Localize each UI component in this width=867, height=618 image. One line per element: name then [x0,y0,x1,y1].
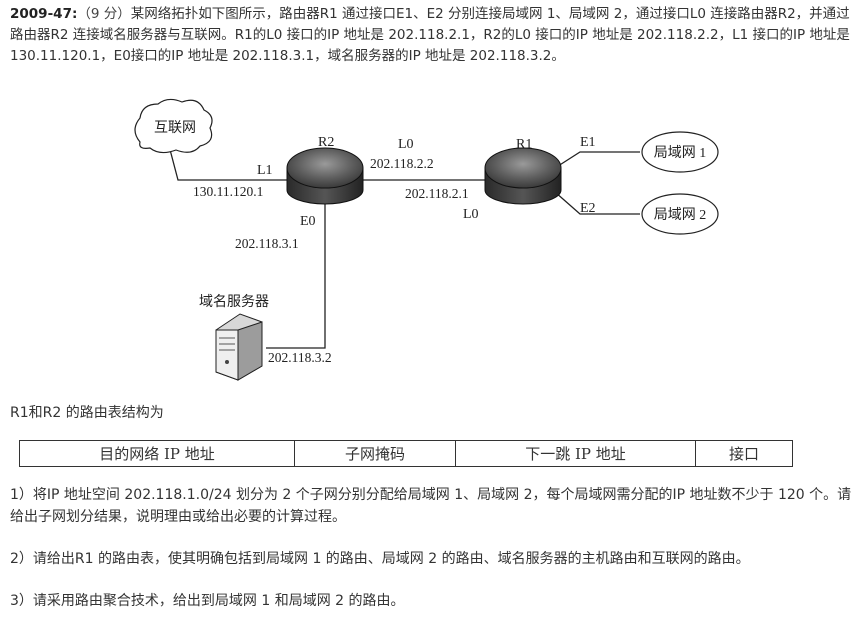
r2-label: R2 [318,135,334,150]
link-r1-lan2 [554,191,640,215]
header-subnet-mask: 子网掩码 [294,440,456,467]
routing-table-structure: 目的网络 IP 地址 子网掩码 下一跳 IP 地址 接口 [19,440,793,467]
sub-question-2: 2）请给出R1 的路由表，使其明确包括到局域网 1 的路由、局域网 2 的路由、… [10,551,750,567]
link-r2-dns [266,200,326,349]
dns-label: 域名服务器 [199,294,269,310]
lan1-ellipse [641,131,719,173]
table-caption: R1和R2 的路由表结构为 [10,405,164,421]
server-icon [215,313,263,381]
e0-ip: 202.118.3.1 [235,236,299,251]
l1-ip: 130.11.120.1 [193,184,263,199]
lan2-ellipse [641,193,719,235]
e0-label: E0 [300,214,316,229]
l1-label: L1 [257,163,273,178]
internet-label: 互联网 [154,120,196,136]
question-text: 某网络拓扑如下图所示，路由器R1 通过接口E1、E2 分别连接局域网 1、局域网… [10,6,850,64]
header-next-hop: 下一跳 IP 地址 [455,440,696,467]
router-r1 [484,147,562,205]
table-header-row: 目的网络 IP 地址 子网掩码 下一跳 IP 地址 接口 [19,440,793,467]
lan-2: 局域网 2 [641,193,719,235]
question-intro: 2009-47:（9 分）某网络拓扑如下图所示，路由器R1 通过接口E1、E2 … [10,4,858,67]
lan2-label: 局域网 2 [654,207,707,223]
link-r1-lan1 [554,151,640,169]
r1-l0-ip: 202.118.2.1 [405,186,469,201]
header-dest-network: 目的网络 IP 地址 [19,440,295,467]
header-interface: 接口 [695,440,793,467]
internet-cloud: 互联网 [134,98,213,154]
r2-l0-label: L0 [398,137,414,152]
r1-l0-label: L0 [463,207,479,222]
router-r2-icon [286,147,364,189]
e2-label: E2 [580,201,596,216]
lan1-label: 局域网 1 [654,145,707,161]
r2-l0-ip: 202.118.2.2 [370,156,434,171]
lan-1: 局域网 1 [641,131,719,173]
dns-ip: 202.118.3.2 [268,350,332,365]
dns-server: 域名服务器 202.118.3.2 [199,294,332,381]
cloud-icon [134,98,213,154]
sub-question-1: 1）将IP 地址空间 202.118.1.0/24 划分为 2 个子网分别分配给… [10,487,852,525]
r1-label: R1 [516,137,532,152]
router-r1-icon [484,147,562,189]
e1-label: E1 [580,135,596,150]
router-r2 [286,147,364,205]
link-internet-r2 [167,141,288,181]
router-r1-body [484,167,562,205]
links [167,141,640,349]
sub-question-3: 3）请采用路由聚合技术，给出到局域网 1 和局域网 2 的路由。 [10,593,405,609]
question-id: 2009-47: [10,6,78,22]
router-r2-body [286,167,364,205]
question-points: （9 分） [77,6,131,22]
